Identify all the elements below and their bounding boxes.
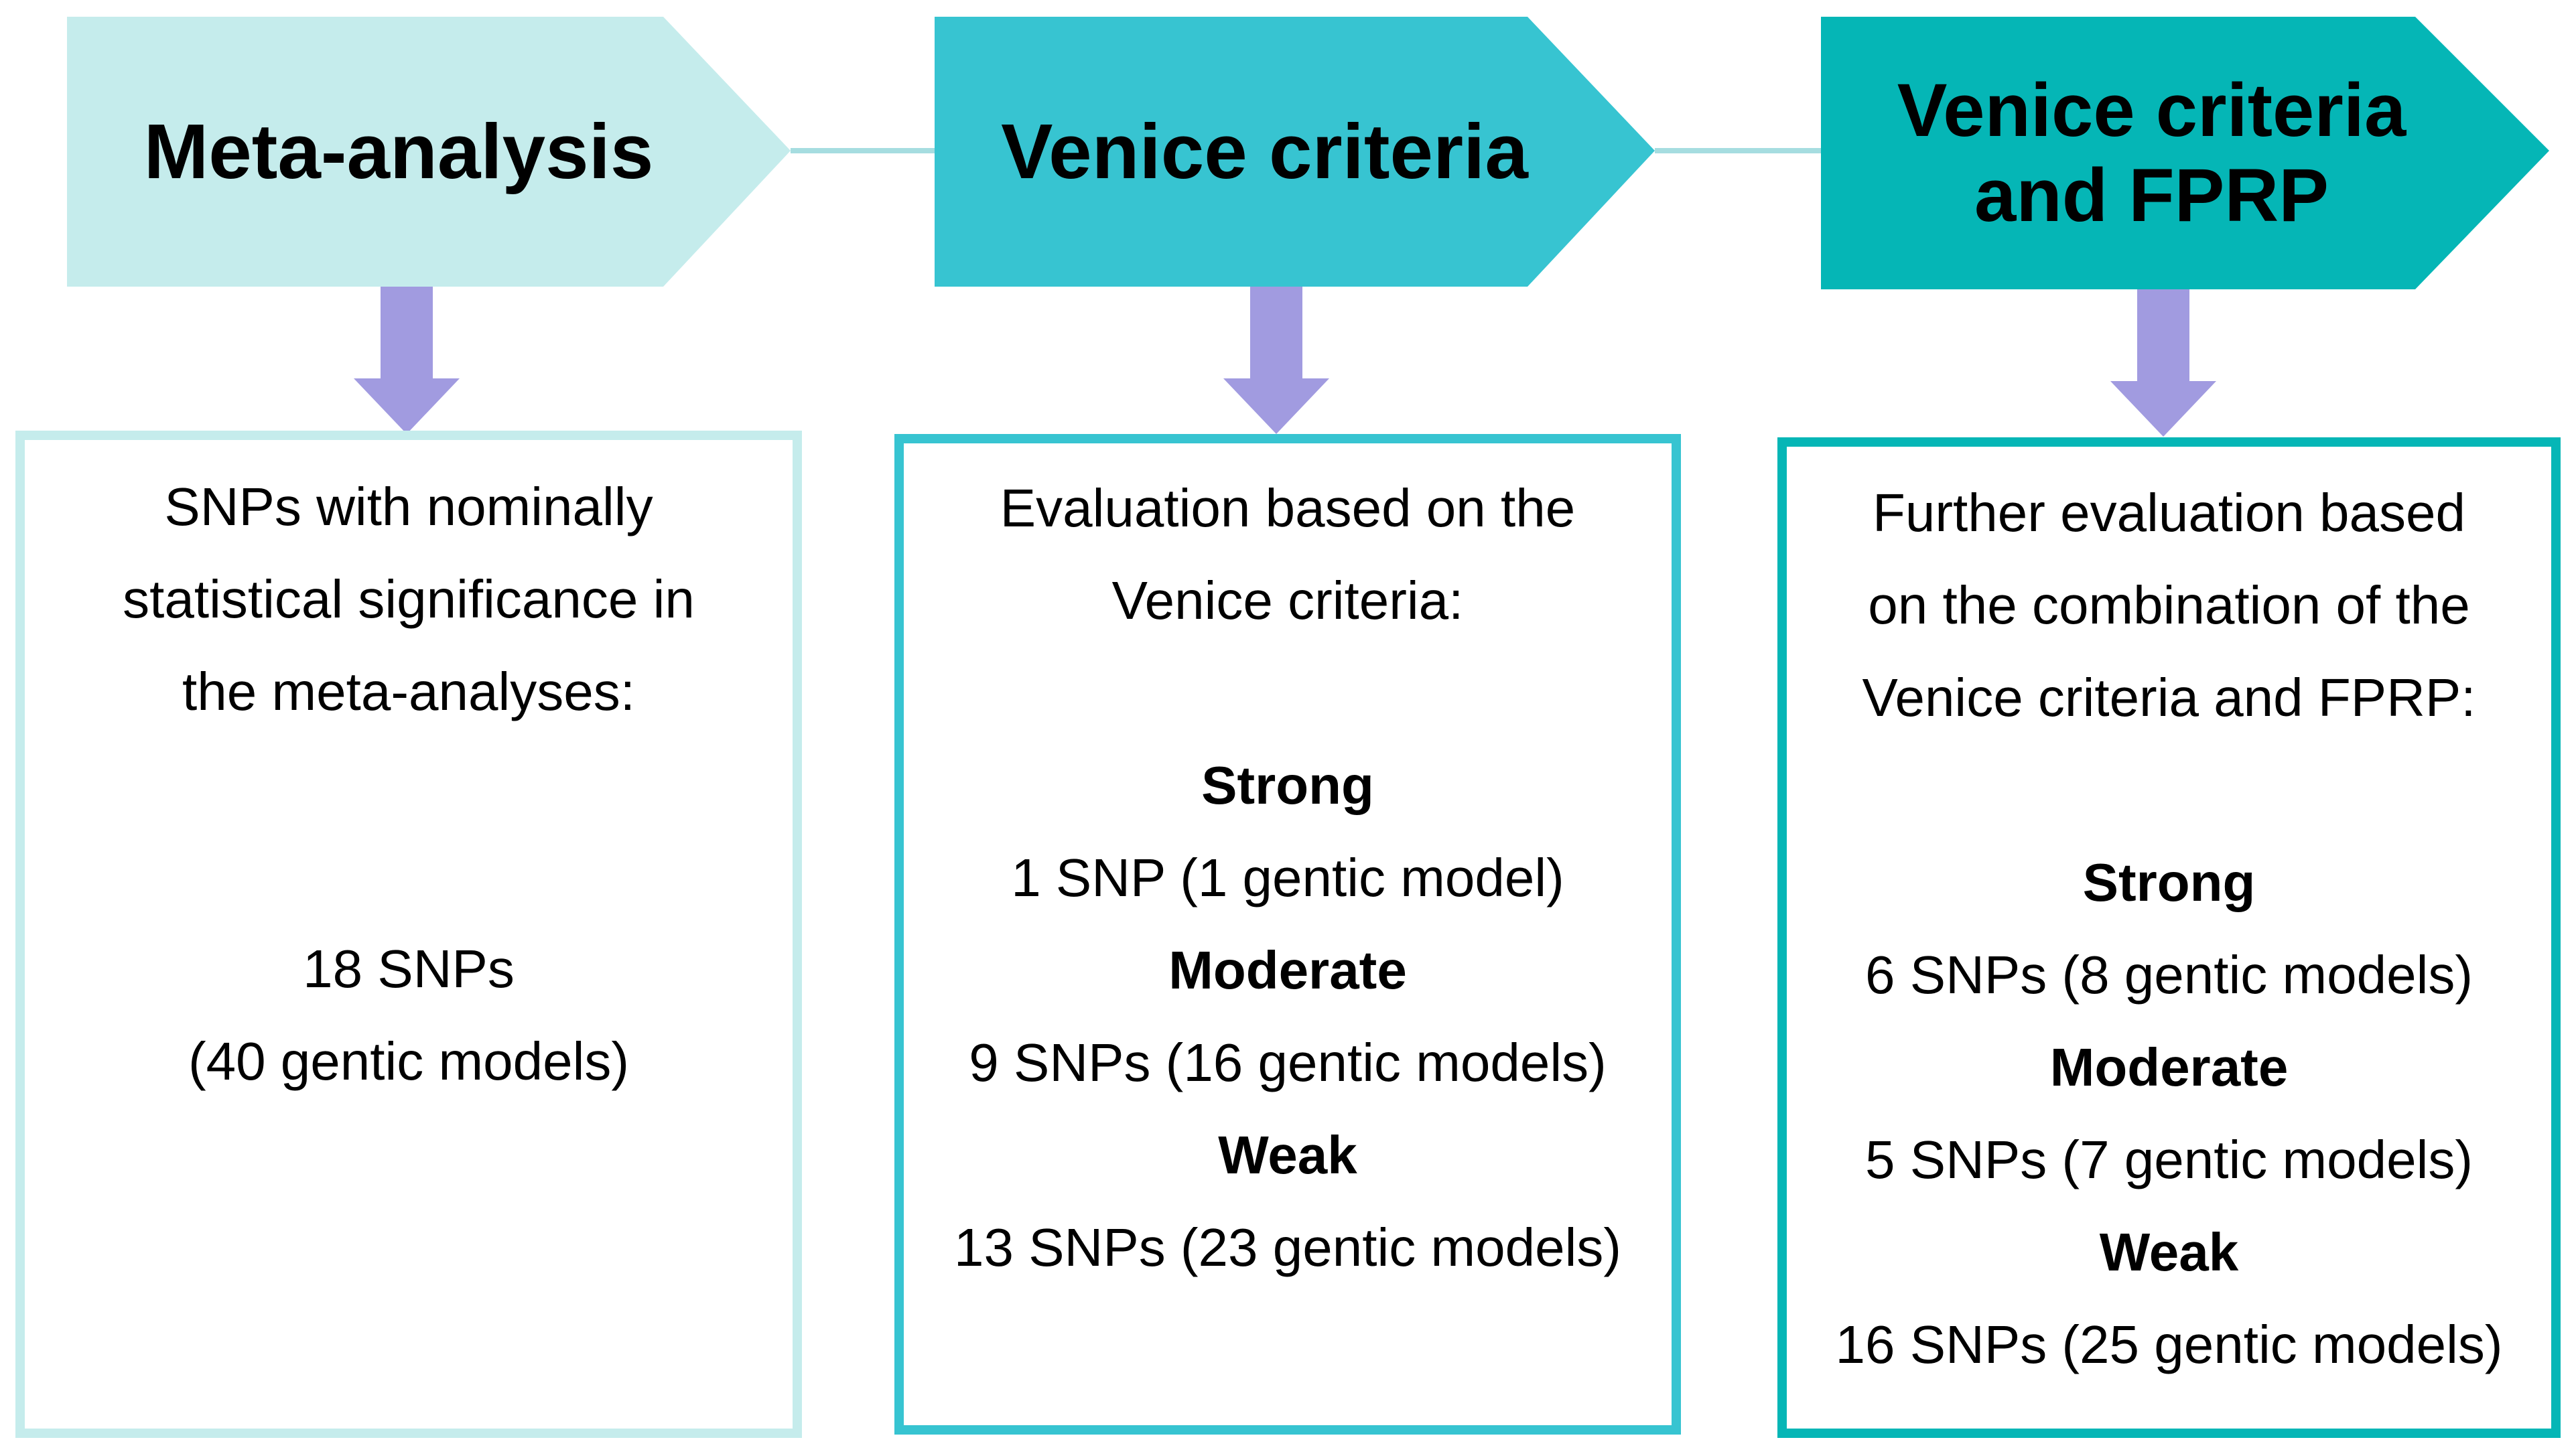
box-3-level-moderate: Moderate <box>2049 1037 2289 1097</box>
stage-2-chevron <box>935 17 1655 287</box>
box-3-intro-line: on the combination of the <box>1868 575 2470 635</box>
result-box-2-text: Evaluation based on the Venice criteria:… <box>899 462 1676 1294</box>
box-2-detail-moderate: 9 SNPs (16 gentic models) <box>969 1033 1607 1092</box>
box-3-detail-strong: 6 SNPs (8 gentic models) <box>1865 945 2473 1005</box>
box-1-spacer <box>20 738 797 830</box>
result-box-2 <box>894 434 1681 1435</box>
box-1-model-count: (40 gentic models) <box>188 1031 630 1091</box>
box-3-detail-moderate: 5 SNPs (7 gentic models) <box>1865 1130 2473 1189</box>
box-3-intro-line: Venice criteria and FPRP: <box>1862 668 2476 727</box>
box-3-spacer <box>1782 744 2556 836</box>
result-box-3-text: Further evaluation based on the combinat… <box>1782 467 2556 1391</box>
result-box-1-text: SNPs with nominally statistical signific… <box>20 461 797 1108</box>
stage-3-title: Venice criteria and FPRP <box>1821 17 2482 289</box>
box-2-level-strong: Strong <box>1201 755 1374 815</box>
stage-2-title-line: Venice criteria <box>1001 107 1528 195</box>
down-arrow-3 <box>2110 289 2216 437</box>
down-arrow-1 <box>354 287 460 434</box>
stage-3-chevron <box>1821 17 2549 289</box>
stage-3-title-line-1: Venice criteria <box>1897 68 2406 152</box>
box-1-spacer <box>20 830 797 923</box>
stage-2-title: Venice criteria <box>935 17 1595 287</box>
box-3-detail-weak: 16 SNPs (25 gentic models) <box>1835 1315 2503 1374</box>
result-box-1 <box>15 431 802 1438</box>
box-2-spacer <box>899 647 1676 739</box>
box-2-level-weak: Weak <box>1218 1125 1357 1185</box>
box-1-line: the meta-analyses: <box>182 662 635 721</box>
box-1-line: statistical significance in <box>123 569 695 629</box>
box-2-level-moderate: Moderate <box>1168 940 1407 1000</box>
box-3-intro-line: Further evaluation based <box>1873 483 2465 542</box>
box-2-detail-strong: 1 SNP (1 gentic model) <box>1011 848 1564 907</box>
stage-1-title: Meta-analysis <box>67 17 730 287</box>
box-1-line: SNPs with nominally <box>164 477 653 536</box>
box-2-detail-weak: 13 SNPs (23 gentic models) <box>953 1218 1621 1277</box>
stage-1-chevron <box>67 17 791 287</box>
box-2-intro-line: Venice criteria: <box>1111 571 1464 630</box>
box-3-level-weak: Weak <box>2099 1222 2239 1282</box>
stage-3-title-line-2: and FPRP <box>1974 153 2329 237</box>
box-1-snp-count: 18 SNPs <box>303 939 515 999</box>
result-box-3 <box>1777 437 2561 1438</box>
down-arrow-2 <box>1223 287 1329 434</box>
box-2-intro-line: Evaluation based on the <box>1000 478 1576 538</box>
box-3-level-strong: Strong <box>2082 853 2256 912</box>
stage-1-title-line: Meta-analysis <box>143 107 654 195</box>
